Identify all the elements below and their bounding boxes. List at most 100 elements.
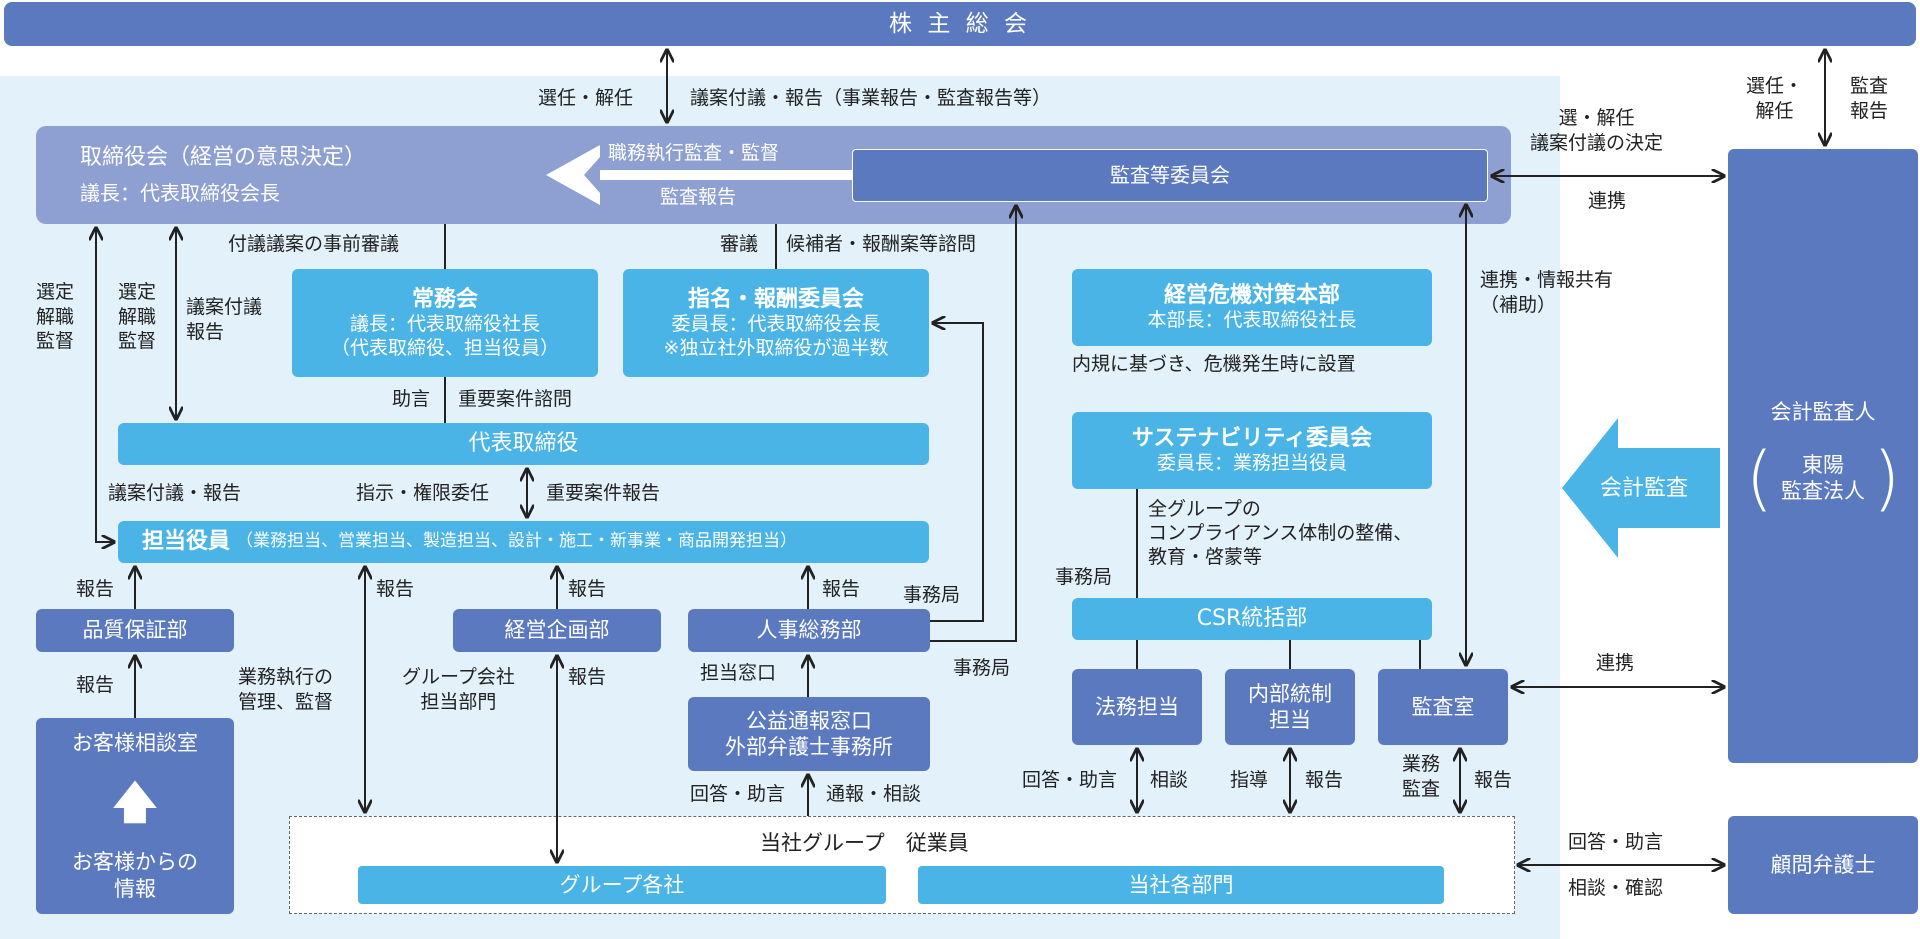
label-duty-audit: 職務執行監査・監督 [608, 142, 780, 164]
label-contact-window: 担当窓口 [700, 662, 777, 684]
accounting-auditor-name: 東陽 監査法人 [1781, 452, 1865, 504]
hr-general-affairs-label: 人事総務部 [756, 618, 862, 643]
left-paren-icon: ( [1745, 437, 1773, 520]
crisis-hq: 経営危機対策本部 本部長：代表取締役社長 [1072, 269, 1432, 346]
label-business-management: 業務執行の 管理、監督 [238, 666, 334, 713]
nomination-committee: 指名・報酬委員会 委員長：代表取締役会長 ※独立社外取締役が過半数 [623, 269, 929, 377]
advisory-lawyer-label: 顧問弁護士 [1770, 852, 1876, 877]
company-departments: 当社各部門 [918, 866, 1444, 904]
whistleblowing-title: 公益通報窓口 [746, 708, 872, 733]
hr-general-affairs: 人事総務部 [688, 609, 930, 652]
label-group-dept: グループ会社 担当部門 [402, 666, 515, 713]
label-agenda-report-short: 議案付議 報告 [186, 296, 263, 343]
board-chair: 議長：代表取締役会長 [80, 181, 280, 205]
label-cooperation-1: 連携 [1588, 190, 1627, 212]
crisis-note: 内規に基づき、危機発生時に設置 [1072, 353, 1356, 375]
officers-title: 担当役員 [142, 529, 231, 555]
right-paren-icon: ) [1873, 437, 1901, 520]
label-agenda-report: 議案付議・報告（事業報告・監査報告等） [690, 87, 1052, 109]
officers-detail: （業務担当、営業担当、製造担当、設計・施工・新事業・商品開発担当） [236, 531, 798, 552]
quality-assurance-label: 品質保証部 [82, 618, 188, 643]
employees-label: 当社グループ 従業員 [760, 831, 969, 855]
label-report-ic: 報告 [1305, 769, 1344, 791]
label-appoint-dismiss: 選任・解任 [538, 87, 634, 109]
legal: 法務担当 [1072, 669, 1202, 745]
label-report-customer: 報告 [76, 674, 115, 696]
label-important-consult: 重要案件諮問 [458, 388, 573, 410]
internal-control: 内部統制 担当 [1225, 669, 1355, 745]
nomination-committee-note: ※独立社外取締役が過半数 [663, 336, 889, 359]
label-compliance-note: 全グループの コンプライアンス体制の整備、 教育・啓蒙等 [1148, 498, 1413, 568]
group-companies: グループ各社 [358, 866, 886, 904]
label-appoint-dismiss-top: 選任・ 解任 [1746, 75, 1804, 122]
label-select-dismiss-2: 選定 解職 監督 [118, 281, 157, 353]
shareholders-meeting: 株 主 総 会 [4, 2, 1916, 46]
label-secretariat-hr: 事務局 [903, 584, 961, 606]
whistleblowing-window: 公益通報窓口 外部弁護士事務所 [688, 697, 930, 771]
csr-division-label: CSR統括部 [1196, 606, 1308, 632]
nomination-committee-chair: 委員長：代表取締役会長 [671, 313, 881, 335]
label-accounting-audit: 会計監査 [1600, 476, 1689, 501]
nomination-committee-title: 指名・報酬委員会 [687, 286, 864, 312]
sustainability-committee: サステナビリティ委員会 委員長：業務担当役員 [1072, 412, 1432, 489]
audit-office: 監査室 [1378, 669, 1508, 745]
csr-division: CSR統括部 [1072, 598, 1432, 640]
label-audit-report: 監査報告 [660, 186, 737, 208]
label-pre-deliberation: 付議議案の事前審議 [228, 233, 400, 255]
label-appoint-dismiss-right: 選・解任 議案付議の決定 [1530, 107, 1664, 154]
label-guidance: 指導 [1230, 769, 1269, 791]
legal-label: 法務担当 [1095, 694, 1179, 719]
label-select-dismiss-1: 選定 解職 監督 [36, 281, 75, 353]
audit-committee: 監査等委員会 [852, 149, 1488, 202]
sustainability-committee-title: サステナビリティ委員会 [1131, 425, 1373, 451]
label-cooperation-2: 連携 [1596, 652, 1635, 674]
crisis-hq-title: 経営危機対策本部 [1163, 282, 1340, 308]
customer-info-label: お客様からの 情報 [72, 850, 198, 901]
label-deliberation: 審議 [720, 233, 759, 255]
internal-control-label: 内部統制 担当 [1248, 681, 1332, 732]
customer-consultation: お客様相談室 🡅 お客様からの 情報 [36, 718, 234, 914]
shareholders-meeting-label: 株 主 総 会 [889, 10, 1031, 37]
label-advice: 助言 [392, 388, 431, 410]
label-agenda-report-officers: 議案付議・報告 [108, 482, 242, 504]
corporate-planning-label: 経営企画部 [504, 618, 610, 643]
up-arrow-icon: 🡅 [112, 776, 158, 828]
officers: 担当役員 （業務担当、営業担当、製造担当、設計・施工・新事業・商品開発担当） [118, 521, 929, 563]
label-report-qa: 報告 [76, 578, 115, 600]
label-important-report: 重要案件報告 [546, 482, 661, 504]
corporate-planning: 経営企画部 [453, 609, 661, 652]
label-cooperation-info: 連携・情報共有 （補助） [1480, 269, 1614, 316]
executive-committee-title: 常務会 [411, 286, 478, 312]
label-report-officers: 報告 [376, 578, 415, 600]
label-report-consult: 通報・相談 [826, 783, 922, 805]
executive-committee-members: （代表取締役、担当役員） [330, 336, 559, 359]
label-audit-report-top: 監査 報告 [1850, 75, 1889, 122]
customer-consultation-label: お客様相談室 [72, 731, 198, 756]
audit-committee-label: 監査等委員会 [1110, 163, 1230, 187]
representative-director: 代表取締役 [118, 423, 929, 465]
crisis-hq-chief: 本部長：代表取締役社長 [1147, 309, 1357, 332]
sustainability-committee-chair: 委員長：業務担当役員 [1156, 452, 1347, 475]
auditor-name-group: ( 東陽 監査法人 ) [1746, 443, 1901, 513]
label-consult-legal: 相談 [1150, 769, 1189, 791]
label-secretariat-hr2: 事務局 [953, 657, 1011, 679]
accounting-auditor-title: 会計監査人 [1770, 399, 1876, 424]
label-consult-confirm: 相談・確認 [1568, 877, 1664, 899]
label-report-planning2: 報告 [568, 666, 607, 688]
label-answer-advice-lawyer: 回答・助言 [1568, 831, 1664, 853]
representative-director-label: 代表取締役 [468, 431, 579, 457]
whistleblowing-sub: 外部弁護士事務所 [725, 735, 893, 759]
group-companies-label: グループ各社 [559, 872, 685, 897]
label-business-audit: 業務 監査 [1402, 753, 1441, 800]
label-answer-advice: 回答・助言 [690, 783, 786, 805]
advisory-lawyer: 顧問弁護士 [1728, 816, 1918, 914]
executive-committee: 常務会 議長：代表取締役社長 （代表取締役、担当役員） [292, 269, 598, 377]
label-nominee-consult: 候補者・報酬案等諮問 [786, 233, 977, 255]
audit-office-label: 監査室 [1411, 694, 1475, 719]
label-instruct-delegate: 指示・権限委任 [356, 482, 490, 504]
label-report-hr: 報告 [822, 578, 861, 600]
label-report-planning: 報告 [568, 578, 607, 600]
label-report-audit: 報告 [1474, 769, 1513, 791]
accounting-auditor: 会計監査人 ( 東陽 監査法人 ) [1728, 149, 1918, 763]
executive-committee-chair: 議長：代表取締役社長 [349, 313, 540, 335]
